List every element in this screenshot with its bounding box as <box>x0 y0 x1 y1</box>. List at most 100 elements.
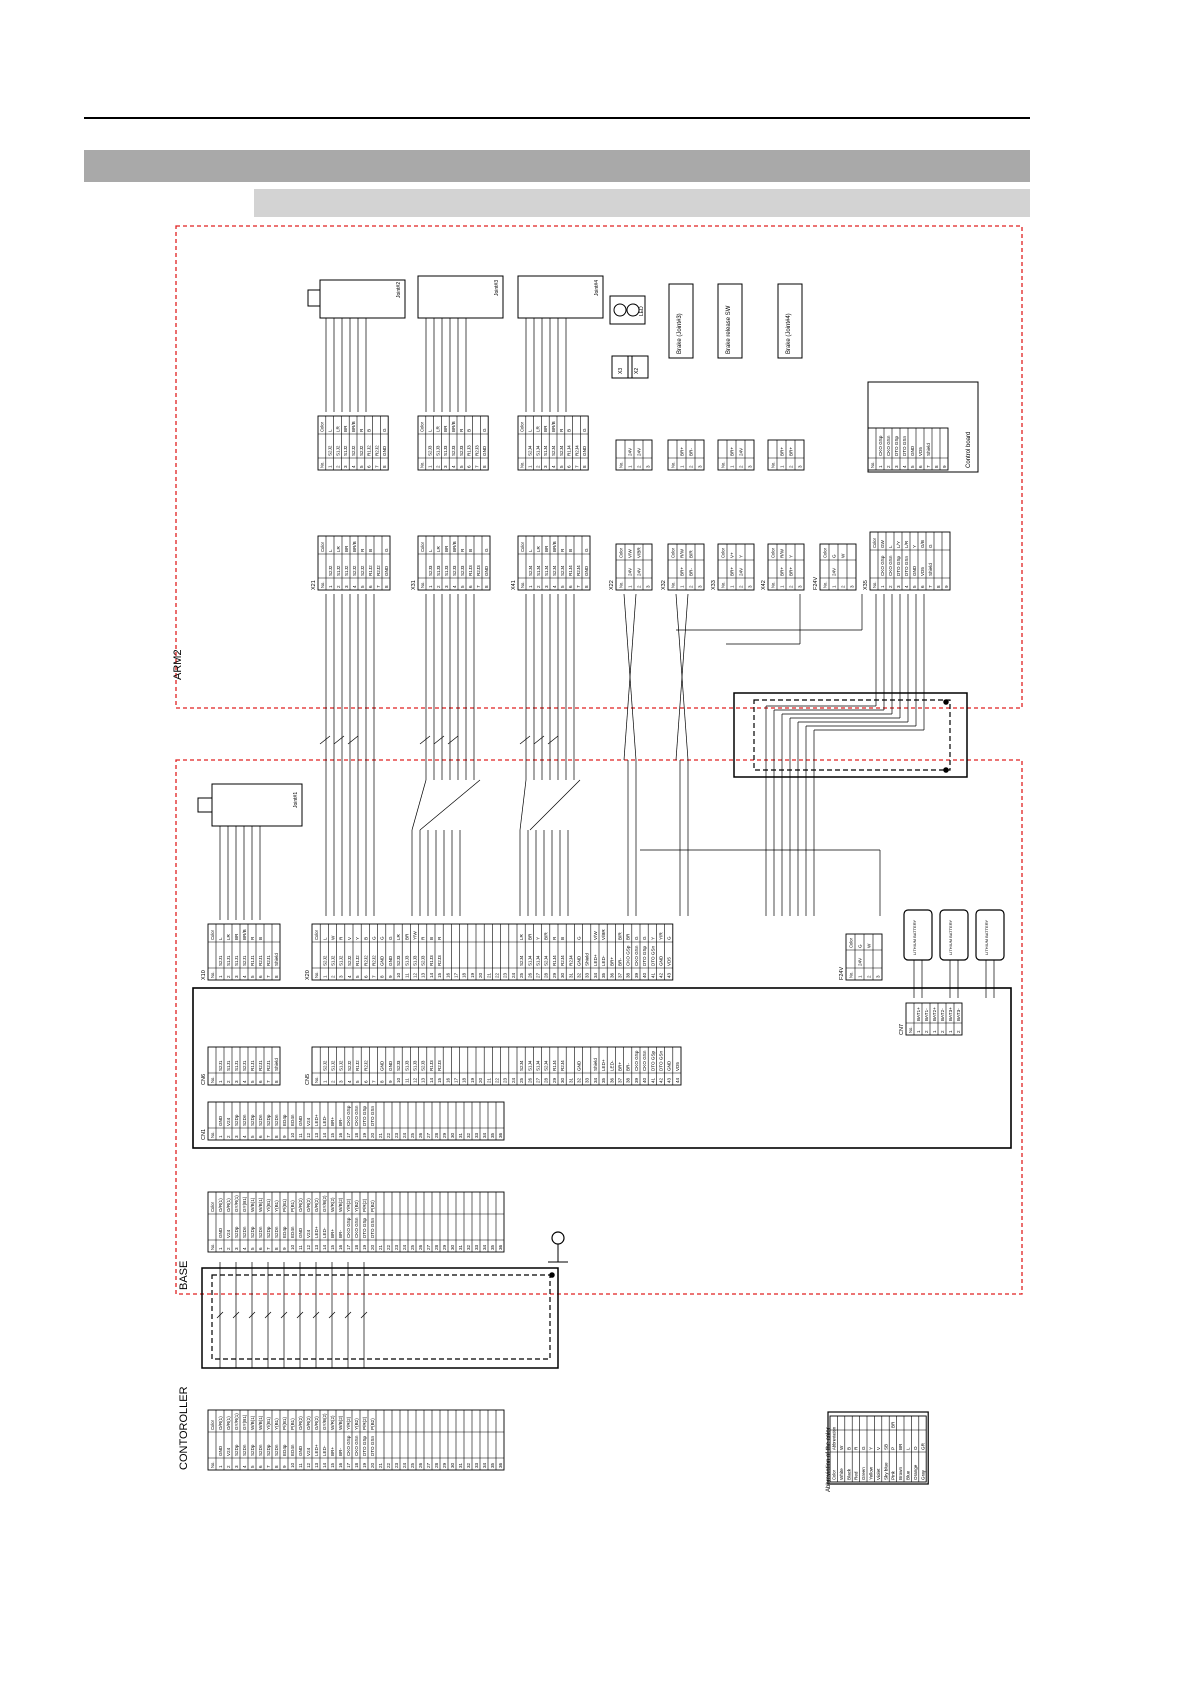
ground-symbol <box>551 1231 565 1245</box>
x20-cell: GND <box>658 955 663 966</box>
controller-cell: W/B(2) <box>338 1415 343 1430</box>
control-board-cell: DTO GSn <box>902 435 907 456</box>
x32-side-cell: BR- <box>689 448 694 456</box>
cn5-cell: 43 <box>667 1077 672 1083</box>
x20-cell: S2J3 <box>421 955 426 966</box>
break-mark <box>547 735 559 745</box>
x2-connector <box>627 355 649 379</box>
cn5-cell: S2J2 <box>322 1060 327 1071</box>
f24v-base-cell: W <box>867 943 872 948</box>
controller-cell: S2Dp <box>266 1444 271 1456</box>
x20-cell: 26 <box>527 972 532 978</box>
break-mark <box>264 1311 272 1319</box>
controller-cell: CKO GSn <box>354 1435 359 1456</box>
base-ctrl-cell: 16 <box>338 1244 343 1250</box>
cn6-cell: 1 <box>218 1080 223 1083</box>
controller-cell: DTO GSn <box>370 1435 375 1456</box>
x20-cell: S2J3 <box>396 955 401 966</box>
base-ctrl-cell: 25 <box>410 1244 415 1250</box>
x31-cell: G <box>484 548 489 552</box>
x41-header: Color <box>520 541 525 552</box>
cn1-cell: LED- <box>322 1115 327 1126</box>
controller-cell: LED- <box>322 1445 327 1456</box>
header-rule <box>84 117 1030 119</box>
x20-cell: 23 <box>503 972 508 978</box>
joint2-side-cell: 4 <box>351 465 356 468</box>
x33-side-cell: BR+ <box>730 447 735 456</box>
controller-cell: O/R(1) <box>226 1416 231 1430</box>
x31-cell: 4 <box>452 585 457 588</box>
x22-header: Color <box>618 547 623 558</box>
x20-cell: VD5 <box>667 957 672 966</box>
x20-cell: 6 <box>363 975 368 978</box>
x20-cell: LED- <box>601 955 606 966</box>
x10-cell: Shield <box>274 953 279 966</box>
x10-cell: 6 <box>258 975 263 978</box>
control-board-cell: 5 <box>910 465 915 468</box>
x20-cell: S2J4 <box>544 955 549 966</box>
x35-cell: 5 <box>912 585 917 588</box>
joint2-side-cell: S2J2 <box>328 445 333 456</box>
control-board-cell: 9 <box>942 465 947 468</box>
break-mark <box>333 735 345 745</box>
x20-cell: 29 <box>552 972 557 978</box>
x31-cell: L <box>428 549 433 552</box>
cn5-cell: 18 <box>462 1077 467 1083</box>
joint4-side-header: Color <box>520 421 525 432</box>
cn5-cell: 24 <box>511 1077 516 1083</box>
control-board-cell: 4 <box>902 465 907 468</box>
x33-cell: BR+ <box>730 567 735 576</box>
cn1-title: CN1 <box>201 1129 207 1140</box>
x20-cell: S1J4 <box>527 955 532 966</box>
base-ctrl-cell: 35 <box>490 1244 495 1250</box>
x20-cell: 40 <box>642 972 647 978</box>
control-board-cell: 7 <box>926 465 931 468</box>
x20-cell: 1 <box>322 975 327 978</box>
joint2-side-header: Color <box>320 421 325 432</box>
x31-cell: S2J3 <box>460 565 465 576</box>
base-ctrl-cell: 31 <box>458 1244 463 1250</box>
x21-cell: S2J2 <box>360 565 365 576</box>
shield-box-frame <box>733 692 968 778</box>
cn1-cell: S2Dn <box>242 1114 247 1126</box>
x35-cell: DTO GSp <box>896 555 901 576</box>
joint4-side-cell: S2J4 <box>551 445 556 456</box>
x10-cell: R <box>250 936 255 940</box>
controller-cell: GY/R(1) <box>234 1413 239 1430</box>
cn5-cell: 10 <box>396 1077 401 1083</box>
controller-cell: V24 <box>226 1447 231 1456</box>
x20-cell: Shield <box>585 953 590 966</box>
x41-table <box>517 535 591 591</box>
x20-cell: BR <box>626 933 631 940</box>
x21-cell: R2J2 <box>376 565 381 576</box>
x41-cell: BR <box>544 545 549 552</box>
joint3-side-cell: GND <box>482 445 487 456</box>
controller-cell: O/R(2) <box>306 1416 311 1430</box>
cn5-cell: S1J3 <box>404 1060 409 1071</box>
x42-cell: Y <box>789 555 794 558</box>
cn6-cell: R2J1 <box>266 1060 271 1071</box>
cn1-cell: BR+ <box>330 1117 335 1126</box>
joint1-shaft <box>197 797 213 813</box>
f24v-arm2-title: F24V <box>813 577 819 590</box>
cn5-cell: 22 <box>494 1077 499 1083</box>
x20-cell: R1J4 <box>552 955 557 966</box>
x20-cell: V <box>347 936 352 940</box>
x41-cell: 2 <box>536 585 541 588</box>
x32-cell: 2 <box>689 585 694 588</box>
joint2-side-cell: BR <box>343 425 348 432</box>
control-board-cell: VD5 <box>918 447 923 456</box>
x35-cell: 9 <box>944 585 949 588</box>
x41-cell: R1J4 <box>568 565 573 576</box>
x20-cell: L <box>322 937 327 940</box>
cn1-cell: 28 <box>434 1132 439 1138</box>
crossover-wire <box>411 779 427 831</box>
joint4-side-cell: BR <box>543 425 548 432</box>
joint3-side-cell: 1 <box>428 465 433 468</box>
controller-cell: CKO GSp <box>346 1435 351 1456</box>
x20-cell: S1J2 <box>339 955 344 966</box>
legend-cell: Y <box>868 1447 873 1450</box>
f24v-base-cell: G <box>858 944 863 948</box>
base-ctrl-cell: S2Dn <box>242 1226 247 1238</box>
x20-cell: G <box>667 936 672 940</box>
